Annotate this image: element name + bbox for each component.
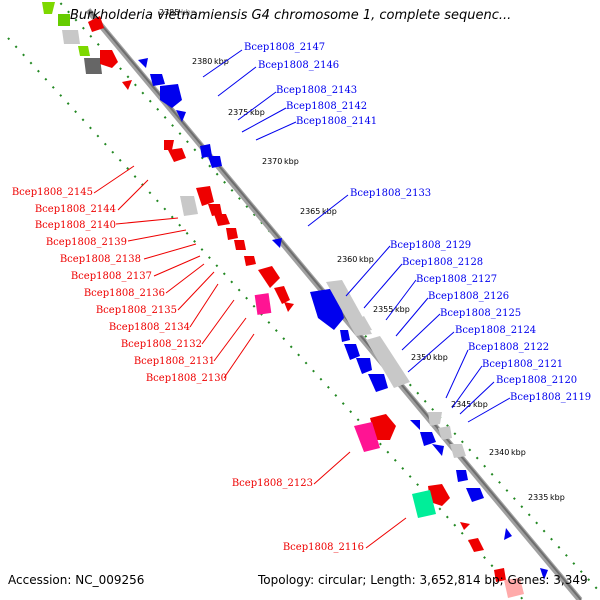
gene-label[interactable]: Bcep1808_2143: [276, 85, 357, 96]
tick-units: kbp kbp kbp kbp kbp kbp kbp kbp kbp kbp …: [181, 8, 565, 502]
tick-unit: kbp: [550, 493, 565, 502]
tick-label: 2340: [489, 448, 509, 457]
tick-unit: kbp: [433, 353, 448, 362]
gene-label[interactable]: Bcep1808_2140: [35, 220, 116, 231]
gene-label[interactable]: Bcep1808_2139: [46, 237, 127, 248]
forward-genes: [150, 74, 548, 580]
gene-label[interactable]: Bcep1808_2146: [258, 60, 339, 71]
scale-ticks: 2385 2380 2375 2370 2365 2360 2355 2350 …: [159, 8, 548, 502]
tick-unit: kbp: [473, 400, 488, 409]
tick-label: 2350: [411, 353, 431, 362]
gene-label[interactable]: Bcep1808_2119: [510, 392, 591, 403]
gene-label[interactable]: Bcep1808_2126: [428, 291, 509, 302]
gene-label[interactable]: Bcep1808_2147: [244, 42, 325, 53]
tick-unit: kbp: [322, 207, 337, 216]
tick-label: 2385: [159, 8, 179, 17]
reverse-genes: [164, 140, 506, 582]
tick-label: 2370: [262, 157, 282, 166]
tick-unit: kbp: [284, 157, 299, 166]
highlight-gene-green-2116: [412, 490, 436, 518]
gene-label[interactable]: Bcep1808_2127: [416, 274, 497, 285]
forward-label-group: Bcep1808_2147 Bcep1808_2146 Bcep1808_214…: [202, 42, 591, 423]
gene-label[interactable]: Bcep1808_2128: [402, 257, 483, 268]
highlight-gene-pink-2123: [354, 422, 380, 452]
inner-dotted-ring: [7, 37, 525, 600]
gene-label[interactable]: Bcep1808_2136: [84, 288, 165, 299]
gene-label[interactable]: Bcep1808_2130: [146, 373, 227, 384]
gene-label[interactable]: Bcep1808_2132: [121, 339, 202, 350]
tick-unit: kbp: [214, 57, 229, 66]
tick-unit: kbp: [511, 448, 526, 457]
gene-label[interactable]: Bcep1808_2131: [134, 356, 215, 367]
gene-label[interactable]: Bcep1808_2120: [496, 375, 577, 386]
tick-unit: kbp: [250, 108, 265, 117]
gene-label[interactable]: Bcep1808_2135: [96, 305, 177, 316]
gene-label[interactable]: Bcep1808_2133: [350, 188, 431, 199]
gene-label[interactable]: Bcep1808_2137: [71, 271, 152, 282]
gene-label[interactable]: Bcep1808_2138: [60, 254, 141, 265]
gene-label[interactable]: Bcep1808_2121: [482, 359, 563, 370]
map-title: Burkholderia vietnamiensis G4 chromosome…: [70, 8, 512, 23]
tick-label: 2365: [300, 207, 320, 216]
tick-unit: kbp: [359, 255, 374, 264]
gene-label[interactable]: Bcep1808_2122: [468, 342, 549, 353]
gene-label[interactable]: Bcep1808_2123: [232, 478, 313, 489]
gene-label[interactable]: Bcep1808_2124: [455, 325, 536, 336]
accession-text: Accession: NC_009256: [8, 573, 145, 587]
top-gene-cluster: [42, 2, 148, 90]
sequence-info-text: Topology: circular; Length: 3,652,814 bp…: [258, 573, 588, 587]
gene-label[interactable]: Bcep1808_2141: [296, 116, 377, 127]
pseudogenes: [180, 196, 466, 458]
tick-label: 2355: [373, 305, 393, 314]
gene-label[interactable]: Bcep1808_2134: [109, 322, 190, 333]
tick-label: 2345: [451, 400, 471, 409]
gene-label[interactable]: Bcep1808_2116: [283, 542, 364, 553]
tick-label: 2375: [228, 108, 248, 117]
tick-label: 2335: [528, 493, 548, 502]
reverse-label-group: Bcep1808_2145 Bcep1808_2144 Bcep1808_214…: [12, 165, 407, 553]
tick-label: 2360: [337, 255, 357, 264]
tick-unit: kbp: [395, 305, 410, 314]
tick-unit: kbp: [181, 8, 196, 17]
gene-label[interactable]: Bcep1808_2145: [12, 187, 93, 198]
gene-label[interactable]: Bcep1808_2125: [440, 308, 521, 319]
highlight-gene-pink: [254, 293, 272, 315]
bottom-partial-gene: [504, 578, 524, 598]
gene-label[interactable]: Bcep1808_2129: [390, 240, 471, 251]
gene-label[interactable]: Bcep1808_2142: [286, 101, 367, 112]
gene-label[interactable]: Bcep1808_2144: [35, 204, 116, 215]
tick-label: 2380: [192, 57, 212, 66]
